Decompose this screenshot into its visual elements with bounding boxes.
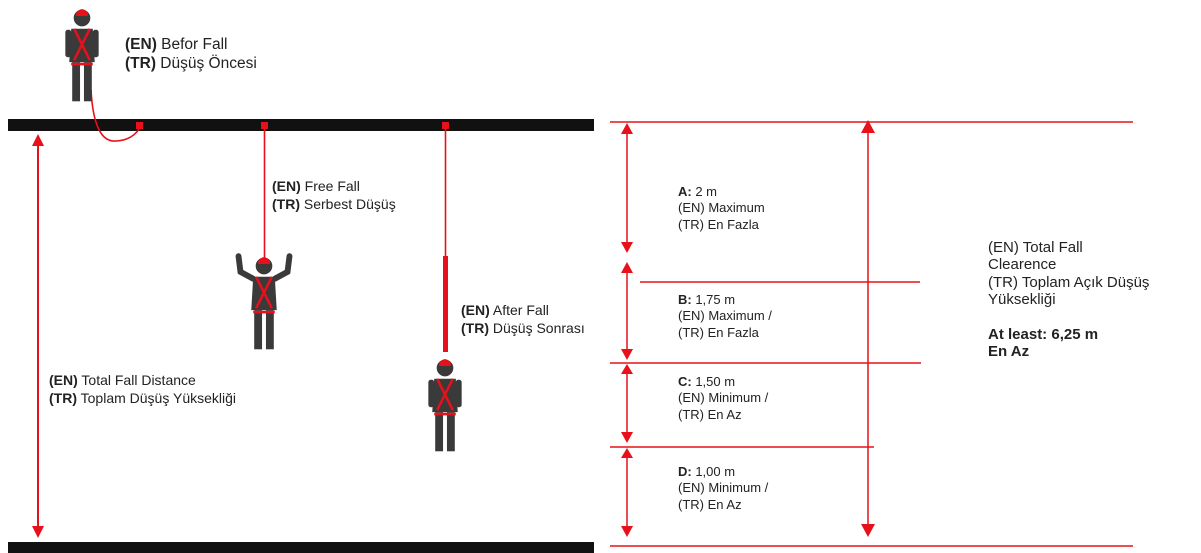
before-fall-label: (EN) Befor Fall (TR) Düşüş Öncesi <box>125 36 257 73</box>
worker-free-fall-icon <box>239 256 290 349</box>
clearance-at-least: At least: 6,25 m <box>988 326 1099 343</box>
anchor-point-2 <box>261 122 268 129</box>
clearance-en-az: En Az <box>988 343 1030 361</box>
segment-arrow-c <box>621 364 633 443</box>
segment-arrow-d <box>621 448 633 537</box>
anchor-point-3 <box>442 122 449 129</box>
segment-label-a: A: 2 m (EN) Maximum (TR) En Fazla <box>678 184 765 232</box>
worker-before-fall-icon <box>64 7 100 103</box>
segment-label-d: D: 1,00 m (EN) Minimum / (TR) En Az <box>678 464 769 512</box>
segment-label-b: B: 1,75 m (EN) Maximum / (TR) En Fazla <box>678 292 772 340</box>
total-clearance-arrow <box>861 120 875 537</box>
lanyard-before-fall <box>90 89 140 142</box>
free-fall-label: (EN) Free Fall (TR) Serbest Düşüş <box>272 178 396 212</box>
segment-arrow-a <box>621 123 633 253</box>
ground-platform <box>8 542 594 553</box>
segment-arrow-b <box>621 262 633 360</box>
total-fall-distance-arrow <box>32 134 44 538</box>
after-fall-label: (EN) After Fall (TR) Düşüş Sonrası <box>461 302 585 336</box>
total-fall-distance-label: (EN) Total Fall Distance (TR) Toplam Düş… <box>49 372 237 406</box>
total-clearance-label: (EN) Total Fall Clearence (TR) Toplam Aç… <box>988 239 1150 361</box>
segment-label-c: C: 1,50 m (EN) Minimum / (TR) En Az <box>678 374 769 422</box>
anchor-point-1 <box>136 122 143 129</box>
energy-absorber <box>443 256 448 352</box>
worker-after-fall-icon <box>427 357 463 453</box>
